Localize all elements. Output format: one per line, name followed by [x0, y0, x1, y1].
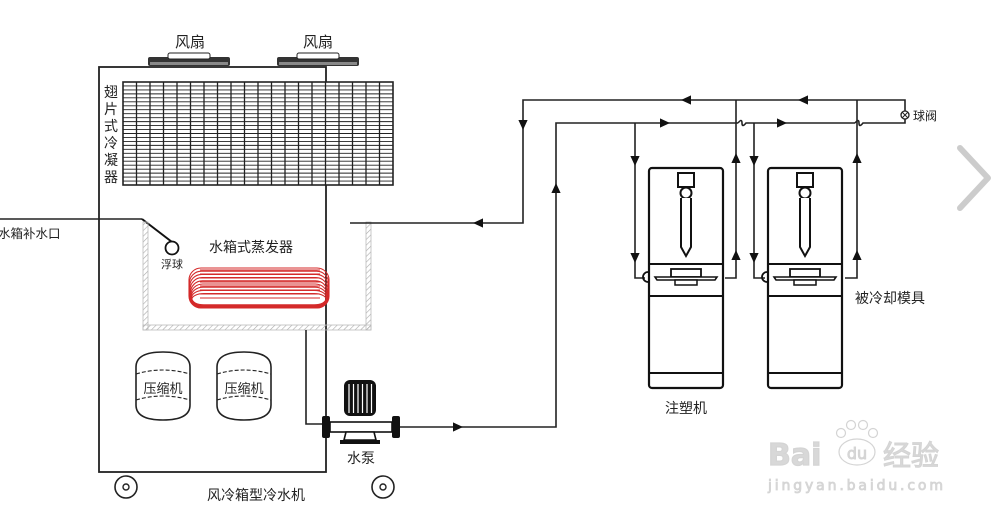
- mold-label: 被冷却模具: [855, 291, 925, 307]
- evaporator-coil: [188, 267, 330, 309]
- chevron-right-icon: [957, 145, 991, 211]
- water-pump: [322, 380, 400, 444]
- flow-arrow-down: [749, 253, 759, 263]
- machine-2-return-branch: [845, 100, 858, 279]
- compressor-2-label: 压缩机: [224, 381, 263, 397]
- wheel-left: [114, 475, 138, 499]
- machine-1-supply-branch: [634, 123, 645, 279]
- flow-arrow-right: [453, 422, 463, 432]
- watermark-product: 经验: [883, 439, 939, 472]
- injection-machine-2: [761, 166, 844, 390]
- mold-bottom: [674, 279, 698, 286]
- flow-arrow-right: [660, 118, 670, 128]
- return-pipe: [350, 99, 906, 224]
- supply-pipe-hop-1: [737, 119, 855, 127]
- flow-arrows: [453, 95, 862, 432]
- mold-top: [670, 268, 702, 278]
- watermark-brand: Bai: [768, 438, 821, 473]
- condenser-coil-grid: [122, 81, 394, 186]
- flow-arrow-left: [798, 95, 808, 105]
- flow-arrow-up: [852, 153, 862, 163]
- water-tank: [142, 221, 372, 331]
- next-image-button[interactable]: [950, 140, 1000, 220]
- compressor-1-label: 压缩机: [143, 381, 182, 397]
- condenser-label-char: 翅: [104, 85, 118, 101]
- mold-plate: [772, 276, 838, 281]
- pump-label: 水泵: [347, 451, 375, 467]
- mold-plate: [653, 276, 719, 281]
- tank-to-pump-pipe: [305, 330, 322, 425]
- float-ball: [164, 240, 180, 256]
- flow-arrow-down: [518, 120, 528, 130]
- chiller-title: 风冷箱型冷水机: [207, 488, 305, 504]
- evaporator-coil-loop: [188, 270, 330, 309]
- float-ball-label: 浮球: [161, 257, 183, 271]
- flow-arrow-up: [852, 250, 862, 260]
- condenser-label-char: 冷: [104, 136, 118, 152]
- condenser-label-char: 片: [104, 102, 118, 118]
- baidu-watermark: Bai du 经验 jingyan.baidu.com: [767, 419, 943, 494]
- barrel: [799, 198, 811, 259]
- condenser-label-char: 式: [104, 119, 118, 135]
- fan-left: [148, 52, 230, 66]
- flow-arrow-down: [749, 156, 759, 166]
- wheel-right: [371, 475, 395, 499]
- compressor-1: 压缩机: [135, 351, 191, 421]
- ball-valve-label: 球阀: [913, 109, 937, 123]
- chiller-cabinet-frame: [98, 66, 327, 473]
- evaporator-coil-loop: [191, 293, 327, 306]
- ball-valve-icon: [900, 110, 910, 120]
- supply-pipe: [400, 122, 738, 428]
- fan-right-label: 风扇: [303, 33, 333, 51]
- barrel: [680, 198, 692, 259]
- barrel-joint: [679, 186, 693, 200]
- coupling-arc: [642, 271, 649, 283]
- condenser-label-char: 凝: [104, 153, 118, 169]
- flow-arrow-left: [473, 218, 483, 228]
- flow-arrow-up: [731, 153, 741, 163]
- mold-top: [789, 268, 821, 278]
- supply-pipe-hop-2: [854, 118, 906, 127]
- flow-arrow-left: [681, 95, 691, 105]
- barrel-joint: [798, 186, 812, 200]
- hopper: [677, 172, 695, 188]
- compressor-2: 压缩机: [216, 351, 272, 421]
- fan-right: [277, 52, 359, 66]
- watermark-paw-text: du: [847, 444, 867, 463]
- water-inlet-label: 水箱补水口: [0, 226, 61, 241]
- fan-left-label: 风扇: [175, 33, 205, 51]
- coupling-arc: [761, 271, 768, 283]
- injection-machine-1: [642, 166, 725, 390]
- paw-icon: [835, 419, 879, 466]
- evaporator-label: 水箱式蒸发器: [209, 240, 293, 256]
- condenser-label-char: 器: [104, 170, 118, 186]
- injection-machine-label: 注塑机: [665, 401, 707, 417]
- flow-arrow-up: [551, 183, 561, 193]
- flow-arrow-down: [630, 253, 640, 263]
- mold-bottom: [793, 279, 817, 286]
- piping: 球阀: [350, 95, 937, 432]
- flow-arrow-up: [731, 250, 741, 260]
- machine-1-return-branch: [725, 100, 737, 279]
- hopper: [796, 172, 814, 188]
- watermark-url: jingyan.baidu.com: [767, 478, 943, 494]
- flow-arrow-right: [777, 118, 787, 128]
- flow-arrow-down: [630, 156, 640, 166]
